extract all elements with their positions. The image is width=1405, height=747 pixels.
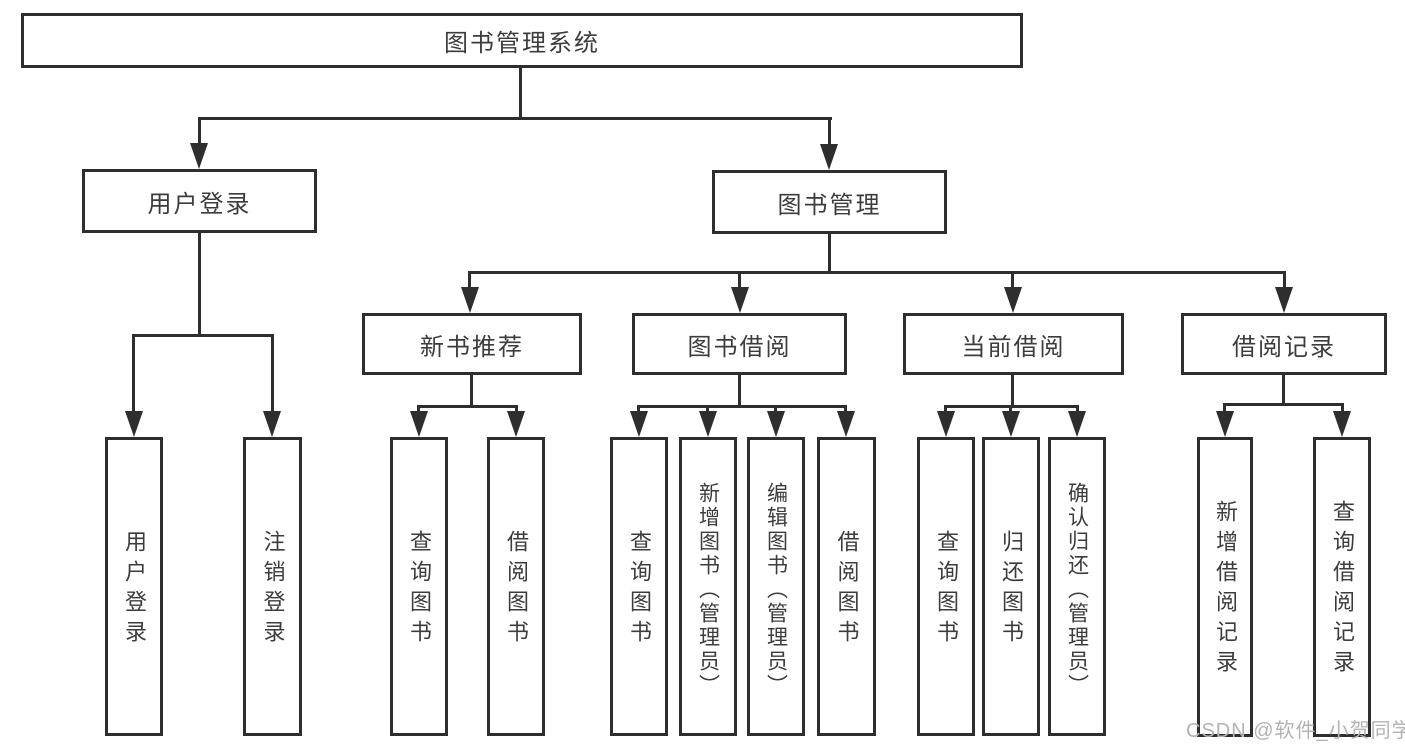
leaf-query-books-3: 查询图书 xyxy=(917,437,975,736)
connector-user-login-stem xyxy=(198,233,201,337)
connector-group0-leaf1 xyxy=(515,405,518,415)
connector-level2-rail xyxy=(468,271,1286,274)
csdn-watermark: CSDN @软件_小贺同学 xyxy=(1186,720,1405,742)
leaf-add-borrow-record: 新增借阅记录 xyxy=(1197,437,1253,737)
connector-group1-rail xyxy=(637,405,847,408)
node-label: 查询图书 xyxy=(407,529,432,650)
connector-group2-stem xyxy=(1011,375,1014,408)
leaf-confirm-return-admin: 确认归还（管理员） xyxy=(1048,437,1106,736)
node-label: 借阅图书 xyxy=(504,529,529,650)
arrowhead-borrow-record xyxy=(1275,287,1293,313)
node-label: 确认归还（管理员） xyxy=(1065,481,1089,698)
connector-group0-rail xyxy=(417,405,518,408)
node-label: 新书推荐 xyxy=(420,333,524,361)
connector-group1-leaf2 xyxy=(774,405,777,415)
node-label: 用户登录 xyxy=(147,190,252,218)
node-label: 借阅记录 xyxy=(1232,333,1336,361)
connector-book-mgmt-stem xyxy=(828,234,831,272)
node-label: 注销登录 xyxy=(260,529,286,650)
arrowhead-book-borrow xyxy=(731,287,749,313)
arrowhead-group3-leaf0 xyxy=(1216,411,1234,437)
arrowhead-group2-leaf2 xyxy=(1068,411,1086,437)
connector-group3-leaf1 xyxy=(1341,403,1344,413)
connector-to-user-login xyxy=(198,117,201,147)
connector-group0-leaf0 xyxy=(417,405,420,415)
node-label: 查询图书 xyxy=(627,529,652,650)
connector-group1-leaf1 xyxy=(706,405,709,415)
arrowhead-login-leaf xyxy=(125,411,143,437)
node-label: 图书管理 xyxy=(777,191,882,219)
connector-user-login-rail xyxy=(132,334,274,337)
node-library-management-system: 图书管理系统 xyxy=(21,13,1023,68)
arrowhead-current-borrow xyxy=(1004,287,1022,313)
connector-group3-leaf0 xyxy=(1223,403,1226,413)
node-label: 查询图书 xyxy=(934,529,959,650)
connector-to-book-borrow xyxy=(738,271,741,293)
connector-group3-stem xyxy=(1282,375,1285,406)
leaf-query-books-2: 查询图书 xyxy=(610,437,668,736)
node-book-borrowing: 图书借阅 xyxy=(632,313,847,375)
leaf-add-books-admin: 新增图书（管理员） xyxy=(679,437,737,736)
leaf-edit-books-admin: 编辑图书（管理员） xyxy=(747,437,805,736)
arrowhead-group2-leaf1 xyxy=(1002,411,1020,437)
arrowhead-user-login xyxy=(190,143,208,169)
connector-group1-leaf3 xyxy=(844,405,847,415)
node-label: 归还图书 xyxy=(999,529,1024,650)
arrowhead-group0-leaf1 xyxy=(507,411,525,437)
arrowhead-group1-leaf0 xyxy=(630,411,648,437)
leaf-query-books-1: 查询图书 xyxy=(390,437,448,736)
node-user-login: 用户登录 xyxy=(82,169,317,233)
arrowhead-book-management xyxy=(820,144,838,170)
connector-to-login-leaf xyxy=(132,334,135,414)
connector-to-book-management xyxy=(828,117,831,147)
leaf-logout: 注销登录 xyxy=(243,437,302,736)
arrowhead-group1-leaf3 xyxy=(837,411,855,437)
node-label: 当前借阅 xyxy=(961,333,1066,361)
node-label: 用户登录 xyxy=(122,529,147,650)
connector-group2-leaf1 xyxy=(1009,405,1012,415)
node-label: 新增借阅记录 xyxy=(1213,500,1238,680)
connector-group3-rail xyxy=(1223,403,1344,406)
arrowhead-group3-leaf1 xyxy=(1333,411,1351,437)
node-label: 图书管理系统 xyxy=(444,30,600,57)
arrowhead-group1-leaf1 xyxy=(699,411,717,437)
node-current-borrowing: 当前借阅 xyxy=(903,313,1124,375)
connector-group1-stem xyxy=(738,375,741,408)
node-label: 图书借阅 xyxy=(687,333,792,361)
connector-root-stem xyxy=(519,68,522,118)
node-new-book-recommendation: 新书推荐 xyxy=(362,313,582,375)
connector-group1-leaf0 xyxy=(637,405,640,415)
connector-group0-stem xyxy=(470,375,473,408)
leaf-borrow-books-1: 借阅图书 xyxy=(487,437,545,736)
leaf-query-borrow-record: 查询借阅记录 xyxy=(1313,437,1371,737)
connector-to-logout-leaf xyxy=(271,334,274,414)
node-label: 新增图书（管理员） xyxy=(696,481,720,698)
arrowhead-new-book xyxy=(461,287,479,313)
node-book-management: 图书管理 xyxy=(712,170,947,234)
leaf-user-login: 用户登录 xyxy=(105,437,163,736)
arrowhead-group2-leaf0 xyxy=(937,411,955,437)
arrowhead-group1-leaf2 xyxy=(767,411,785,437)
connector-to-new-book xyxy=(468,271,471,293)
node-label: 借阅图书 xyxy=(834,529,860,650)
connector-to-borrow-record xyxy=(1283,271,1286,293)
arrowhead-logout-leaf xyxy=(263,411,281,437)
connector-to-current-borrow xyxy=(1011,271,1014,293)
connector-level1-rail xyxy=(198,117,832,120)
node-label: 编辑图书（管理员） xyxy=(764,481,788,698)
arrowhead-group0-leaf0 xyxy=(410,411,428,437)
leaf-return-books: 归还图书 xyxy=(982,437,1040,736)
node-borrowing-records: 借阅记录 xyxy=(1181,313,1387,375)
leaf-borrow-books-2: 借阅图书 xyxy=(817,437,876,736)
node-label: 查询借阅记录 xyxy=(1330,500,1355,680)
connector-group2-leaf2 xyxy=(1076,405,1079,415)
connector-group2-leaf0 xyxy=(944,405,947,415)
